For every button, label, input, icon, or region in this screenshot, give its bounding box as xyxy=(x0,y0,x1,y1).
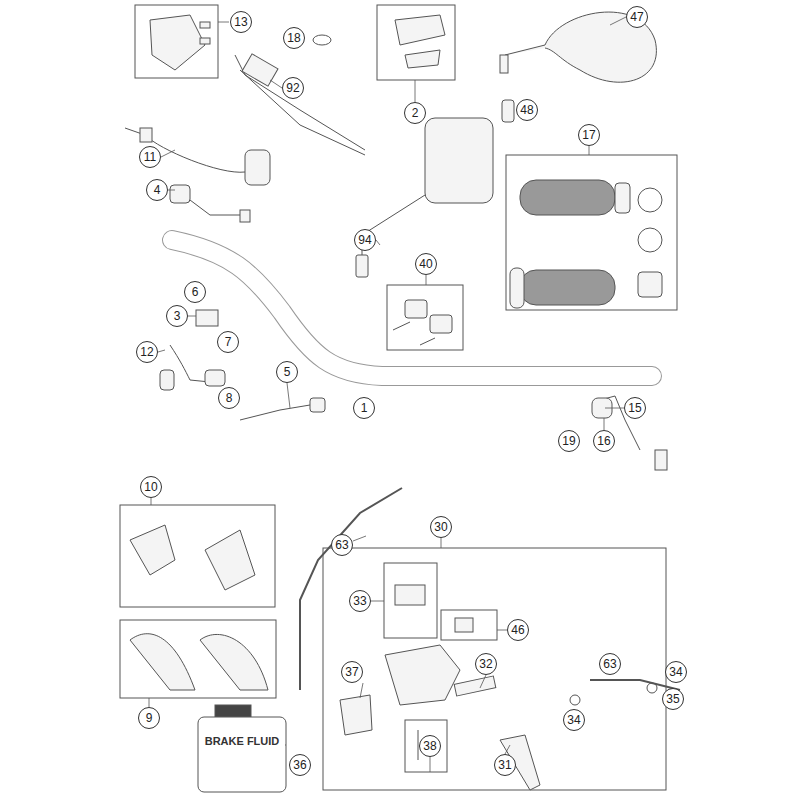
callout-text: 16 xyxy=(597,435,610,447)
callout-number: 13 xyxy=(230,11,252,33)
callout-number: 10 xyxy=(140,476,162,498)
callout-number: 6 xyxy=(184,281,206,303)
callout-number: 94 xyxy=(354,229,376,251)
callout-text: 15 xyxy=(628,402,641,414)
callout-number: 5 xyxy=(276,361,298,383)
callout-text: 3 xyxy=(174,310,181,322)
callout-text: 38 xyxy=(423,740,436,752)
callout-number: 2 xyxy=(404,102,426,124)
callout-number: 16 xyxy=(593,430,615,452)
callout-text: 7 xyxy=(225,336,232,348)
callout-number: 48 xyxy=(516,99,538,121)
callout-text: 5 xyxy=(284,366,291,378)
callout-text: 63 xyxy=(603,658,616,670)
callout-number: 46 xyxy=(507,619,529,641)
callout-text: 9 xyxy=(146,712,153,724)
callout-number: 3 xyxy=(166,305,188,327)
callout-number: 4 xyxy=(146,179,168,201)
callout-text: 34 xyxy=(669,666,682,678)
callout-text: 30 xyxy=(434,521,447,533)
callout-text: 37 xyxy=(345,666,358,678)
callout-number: 12 xyxy=(136,341,158,363)
callout-text: 46 xyxy=(511,624,524,636)
callout-number: 40 xyxy=(415,253,437,275)
callout-text: 92 xyxy=(286,82,299,94)
callout-text: 2 xyxy=(412,107,419,119)
callout-text: 13 xyxy=(234,16,247,28)
callout-text: 94 xyxy=(358,234,371,246)
callout-text: 33 xyxy=(353,595,366,607)
callout-number: 38 xyxy=(419,735,441,757)
callout-number: 11 xyxy=(139,146,161,168)
callout-number: 30 xyxy=(430,516,452,538)
callout-text: 63 xyxy=(335,539,348,551)
callout-number: 7 xyxy=(217,331,239,353)
callout-text: 18 xyxy=(287,32,300,44)
callout-text: 48 xyxy=(520,104,533,116)
callout-text: 17 xyxy=(582,129,595,141)
callout-number: 63 xyxy=(331,534,353,556)
callout-text: 31 xyxy=(498,759,511,771)
callout-number: 35 xyxy=(662,688,684,710)
callout-number: 34 xyxy=(563,709,585,731)
callout-number: 31 xyxy=(494,754,516,776)
callout-text: 10 xyxy=(144,481,157,493)
callout-number: 33 xyxy=(349,590,371,612)
bottle-label: BRAKE FLUID xyxy=(204,735,280,747)
callout-number: 19 xyxy=(558,430,580,452)
callout-number: 63 xyxy=(599,653,621,675)
callout-text: 47 xyxy=(630,11,643,23)
callout-text: 4 xyxy=(154,184,161,196)
callout-text: 1 xyxy=(361,402,368,414)
callout-number: 47 xyxy=(626,6,648,28)
callout-number: 8 xyxy=(218,387,240,409)
callout-text: 40 xyxy=(419,258,432,270)
callout-text: 32 xyxy=(479,658,492,670)
callout-number: 32 xyxy=(475,653,497,675)
callout-number: 34 xyxy=(665,661,687,683)
callout-text: 12 xyxy=(140,346,153,358)
callout-number: 92 xyxy=(282,77,304,99)
callout-text: 36 xyxy=(293,759,306,771)
callout-number: 9 xyxy=(138,707,160,729)
callout-text: 6 xyxy=(192,286,199,298)
callout-text: 34 xyxy=(567,714,580,726)
callout-number: 36 xyxy=(289,754,311,776)
callout-text: 8 xyxy=(226,392,233,404)
callout-number: 37 xyxy=(341,661,363,683)
callout-number: 18 xyxy=(283,27,305,49)
callout-text: 11 xyxy=(144,151,156,163)
callout-text: 35 xyxy=(666,693,679,705)
callout-number: 1 xyxy=(353,397,375,419)
callout-text: 19 xyxy=(562,435,575,447)
callout-number: 17 xyxy=(578,124,600,146)
callout-number: 15 xyxy=(624,397,646,419)
